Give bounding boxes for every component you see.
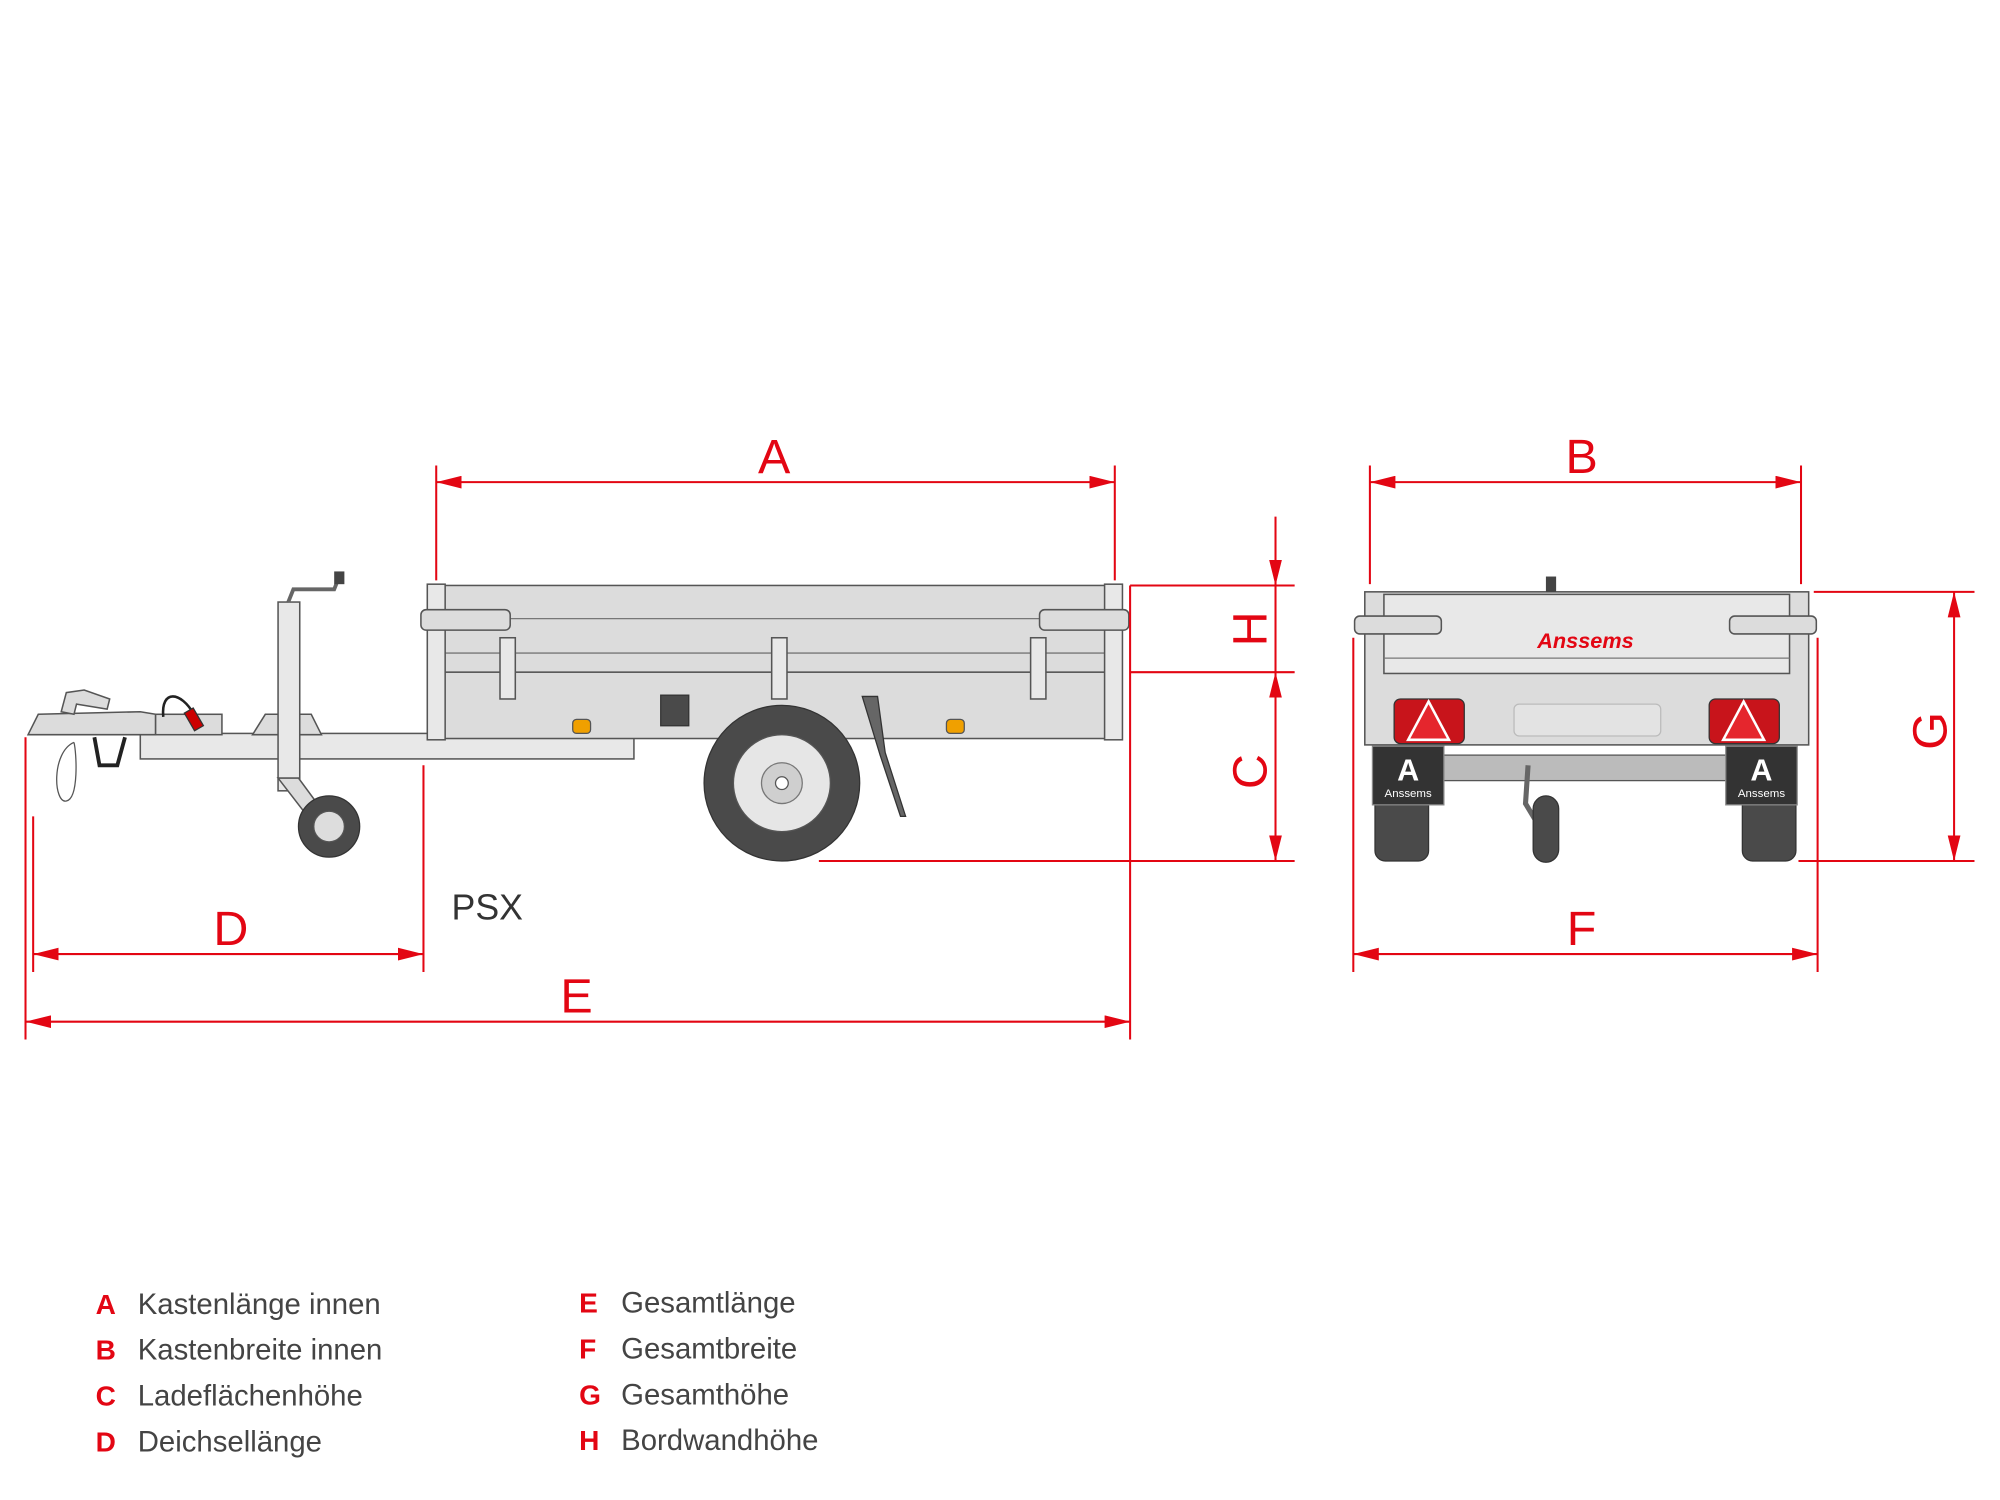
legend-text: Gesamtbreite <box>621 1332 797 1365</box>
dimension-label-c: C <box>1224 754 1278 789</box>
side-reflector <box>945 718 965 735</box>
legend-text: Ladeflächenhöhe <box>138 1380 363 1413</box>
coupling-handle <box>60 689 111 716</box>
mudflap <box>861 695 907 817</box>
jockey-post <box>277 601 301 792</box>
dimension-label-d: D <box>213 902 248 956</box>
legend-letter: B <box>96 1335 116 1366</box>
rear-post <box>1103 583 1124 741</box>
svg-text:A: A <box>1397 754 1419 788</box>
legend-letter: E <box>579 1288 598 1319</box>
dimension-label-f: F <box>1567 902 1597 956</box>
breakaway-cable <box>56 741 77 802</box>
rear-latch-left <box>1353 615 1443 635</box>
dimension-label-a: A <box>758 430 791 484</box>
right-mudflap: A Anssems <box>1725 745 1798 806</box>
stake <box>770 636 788 700</box>
coupling-support <box>92 736 127 768</box>
stake <box>1029 636 1047 700</box>
svg-text:Anssems: Anssems <box>1385 788 1432 800</box>
dimension-label-b: B <box>1565 430 1597 484</box>
right-tail-light <box>1708 698 1780 745</box>
trailer-rear-view: Anssems A Anssems A Anssems <box>1353 576 1818 863</box>
dimension-label-e: E <box>560 970 592 1024</box>
left-mudflap: A Anssems <box>1371 745 1445 806</box>
rear-latch <box>1038 608 1130 631</box>
tailgate-knob <box>1545 576 1557 592</box>
rear-latch-right <box>1728 615 1818 635</box>
front-latch <box>420 608 511 631</box>
rear-axle-beam <box>1434 754 1729 782</box>
main-wheel-center <box>774 776 789 791</box>
legend-letter: H <box>579 1425 599 1456</box>
trailer-side-view <box>26 571 1130 862</box>
legend-text: Kastenbreite innen <box>138 1334 383 1367</box>
left-tail-light <box>1393 698 1465 745</box>
legend-letter: D <box>96 1427 116 1458</box>
crank-knob <box>334 571 345 585</box>
legend-text: Kastenlänge innen <box>138 1288 381 1321</box>
svg-text:A: A <box>1750 754 1772 788</box>
svg-text:Anssems: Anssems <box>1738 788 1785 800</box>
mudguard-bracket <box>660 694 690 727</box>
legend: A Kastenlänge innen B Kastenbreite innen… <box>96 1287 819 1459</box>
model-label: PSX <box>452 888 524 928</box>
brand-logo: Anssems <box>1536 628 1633 653</box>
license-plate-area <box>1513 703 1662 737</box>
legend-letter: F <box>579 1333 596 1364</box>
legend-letter: A <box>96 1289 116 1320</box>
legend-text: Deichsellänge <box>138 1426 322 1459</box>
side-reflector <box>572 718 592 735</box>
legend-text: Bordwandhöhe <box>621 1424 818 1457</box>
legend-text: Gesamtlänge <box>621 1287 795 1320</box>
plug-cable <box>161 695 195 717</box>
jockey-crank <box>286 575 342 603</box>
tailgate-panel <box>1383 593 1791 675</box>
dimension-label-h: H <box>1224 611 1278 646</box>
front-post <box>426 583 446 741</box>
stake <box>499 636 517 700</box>
legend-letter: C <box>96 1381 116 1412</box>
legend-text: Gesamthöhe <box>621 1378 789 1411</box>
dimension-lines: A B H C D E F G <box>24 430 1975 1040</box>
legend-letter: G <box>579 1379 601 1410</box>
rear-jockey-wheel <box>1532 795 1560 863</box>
jockey-wheel-hub <box>313 810 346 843</box>
plug <box>183 707 205 732</box>
dimension-label-g: G <box>1903 712 1957 750</box>
coupling-head <box>26 710 157 736</box>
